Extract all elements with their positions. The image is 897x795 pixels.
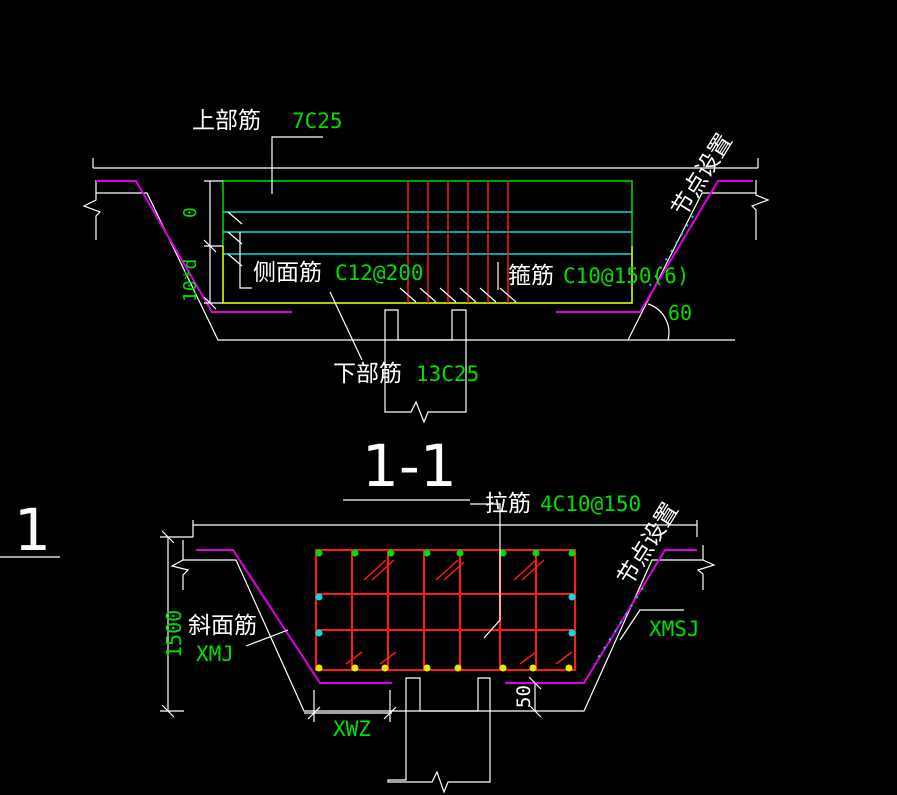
- leader-xmsj: [619, 609, 684, 641]
- value-side-bar: C12@200: [335, 261, 424, 285]
- break-symbol-lower-left: [170, 540, 190, 590]
- dim-1500: 1500: [162, 610, 186, 658]
- dim-1500-ticks: [161, 530, 175, 718]
- label-tie-bar: 拉筋: [485, 491, 531, 517]
- label-top-bar: 上部筋: [192, 108, 261, 134]
- leader-top-bar: [271, 136, 323, 194]
- value-xmsj: XMSJ: [649, 617, 700, 641]
- break-symbol-lower-right: [696, 545, 716, 590]
- dim-xwz-ticks: [307, 706, 397, 720]
- rebar-grid-red: [316, 550, 575, 670]
- dim-50: 50: [513, 685, 535, 708]
- dim-ten-d: 10*d: [180, 259, 201, 302]
- section-title: 1-1: [362, 432, 457, 500]
- label-bottom-bar: 下部筋: [333, 361, 402, 387]
- value-bottom-bar: 13C25: [416, 362, 479, 386]
- leader-side-bar: [239, 232, 252, 289]
- value-stirrup: C10@150(6): [563, 264, 689, 288]
- slope-bar-lower-right: [505, 549, 697, 684]
- value-angle: 60: [668, 301, 692, 325]
- stirrups-red: [407, 181, 509, 303]
- rebar-grid-outline: [315, 549, 576, 671]
- break-symbol-left: [82, 180, 102, 240]
- side-number: 1: [14, 496, 51, 564]
- upper-section: [82, 136, 770, 424]
- leader-bottom-bar: [329, 291, 363, 361]
- dim-ticks-left: [203, 239, 217, 310]
- value-top-bar: 7C25: [292, 109, 343, 133]
- slope-bar-right: [556, 180, 753, 313]
- rebar-dots: [315, 549, 576, 672]
- value-xmj: XMJ: [196, 642, 234, 666]
- value-xwz: XWZ: [333, 717, 371, 741]
- pile-lower: [387, 677, 491, 794]
- lower-section: [160, 503, 716, 794]
- break-symbol-right: [750, 180, 770, 240]
- dim-zero: 0: [180, 207, 201, 218]
- label-stirrup: 箍筋: [508, 263, 554, 289]
- pile-upper: [384, 309, 467, 424]
- value-tie-bar: 4C10@150: [540, 492, 641, 516]
- label-slope-bar: 斜面筋: [188, 613, 257, 639]
- leader-slope-bar: [245, 629, 289, 647]
- label-side-bar: 侧面筋: [253, 260, 322, 286]
- slope-bar-left: [96, 180, 292, 313]
- dim-50-ticks: [528, 676, 542, 718]
- angle-arc: [647, 303, 670, 341]
- slope-bar-lower-left: [196, 549, 392, 684]
- stirrup-ticks: [399, 287, 517, 303]
- leader-tie-bar: [470, 503, 501, 639]
